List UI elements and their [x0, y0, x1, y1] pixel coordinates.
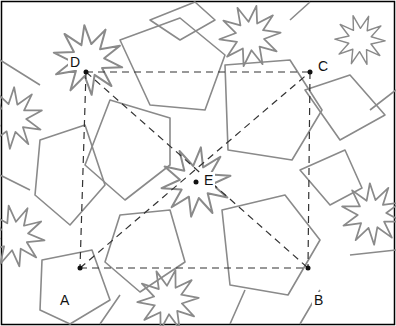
point-label: B [312, 292, 325, 308]
point-label: D [68, 54, 82, 70]
vertex-dots [78, 70, 313, 271]
point-label: C [316, 58, 330, 74]
point-label: A [58, 292, 71, 308]
construction-lines [80, 72, 310, 268]
point-label: E [202, 172, 215, 188]
